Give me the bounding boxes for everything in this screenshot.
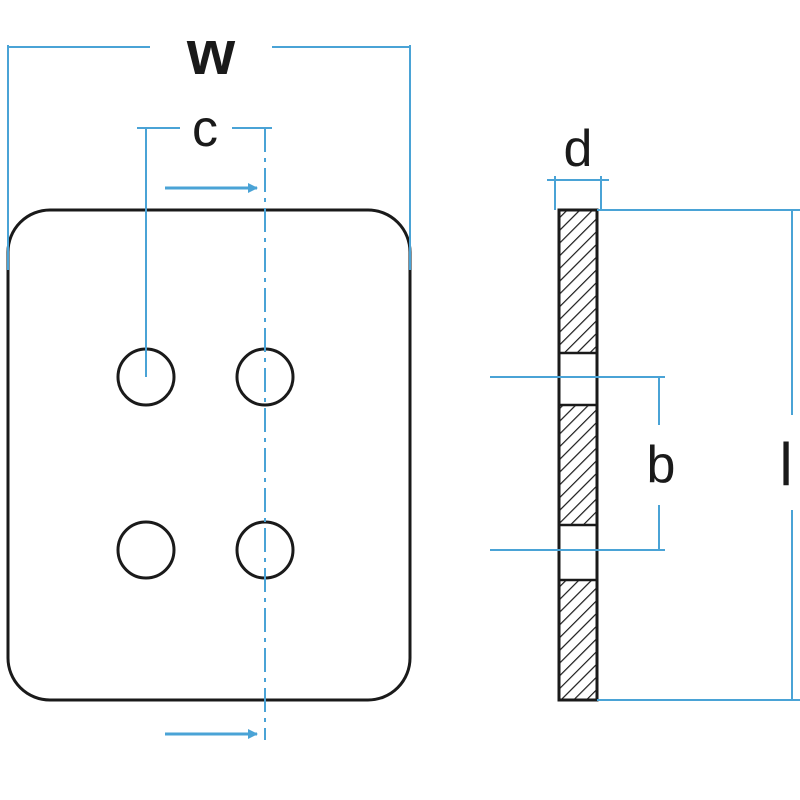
dimension-d-label: d xyxy=(564,120,593,178)
section-hatch-top xyxy=(559,210,597,353)
section-hatch-bottom xyxy=(559,580,597,700)
section-outline xyxy=(557,208,599,702)
dimension-c-label: c xyxy=(192,100,218,158)
front-view: w c xyxy=(6,19,412,740)
dimension-b: b xyxy=(490,376,676,551)
hole-bottom-left xyxy=(116,520,176,580)
dimension-l-label: l xyxy=(779,431,792,498)
dimension-w: w xyxy=(7,19,411,270)
dimension-w-label: w xyxy=(186,19,236,88)
dimension-b-label: b xyxy=(647,436,676,494)
dimension-c: c xyxy=(137,100,272,377)
dimension-l: l xyxy=(597,209,800,701)
section-hatch-middle xyxy=(559,405,597,525)
plate-outline xyxy=(6,208,412,702)
side-section-view: d l b xyxy=(490,120,800,702)
dimension-d: d xyxy=(547,120,609,210)
